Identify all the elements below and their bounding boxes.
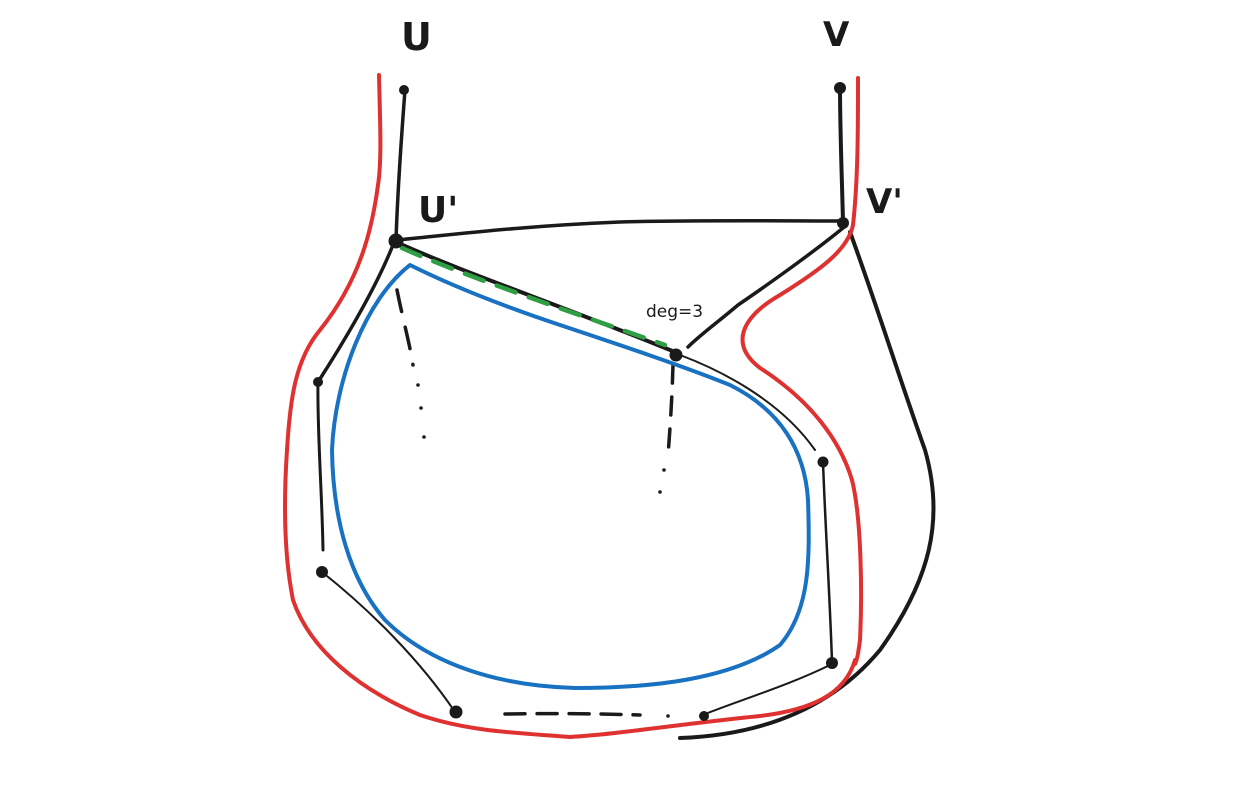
label-degree-note: deg=3 xyxy=(646,302,703,322)
edge-deg3-dashed xyxy=(666,363,675,457)
label-u: U xyxy=(401,15,432,59)
edge-uprime-dashed xyxy=(395,288,415,367)
dot-uprime-1 xyxy=(416,383,420,387)
red-path-right xyxy=(740,76,864,666)
vertex-right-upper xyxy=(817,456,829,468)
edge-bottom-dashed xyxy=(503,711,642,717)
edge-uprime-vprime xyxy=(395,219,845,242)
blue-cycle xyxy=(330,263,811,690)
green-dashed-edge xyxy=(399,245,668,348)
dot-uprime-3 xyxy=(422,435,426,439)
dot-deg3-1 xyxy=(662,468,666,472)
graph-edges xyxy=(316,86,936,740)
edge-right-chain xyxy=(821,460,834,664)
edge-v-vprime xyxy=(838,86,845,224)
vertex-left-upper xyxy=(313,377,323,387)
vertex-u xyxy=(399,85,409,95)
label-v-prime: V' xyxy=(866,182,903,222)
label-u-prime: U' xyxy=(418,190,458,231)
vertex-v-prime xyxy=(837,217,849,229)
edge-lowerleft-bottom xyxy=(321,571,456,713)
vertex-u-prime xyxy=(388,233,404,249)
edge-right-bottom xyxy=(699,663,833,717)
edge-vprime-outer-arc xyxy=(678,230,936,740)
vertex-bottom-left xyxy=(449,705,463,719)
dot-deg3-2 xyxy=(658,490,662,494)
vertices xyxy=(313,82,849,721)
vertex-left-lower xyxy=(316,566,328,578)
dot-uprime-2 xyxy=(419,406,423,410)
edge-deg3-right xyxy=(679,354,816,451)
edge-vprime-deg3 xyxy=(686,226,845,349)
vertex-bottom-right xyxy=(699,711,709,721)
red-path xyxy=(283,73,864,739)
vertex-v xyxy=(834,82,846,94)
red-path-left xyxy=(283,73,857,739)
vertex-right-lower xyxy=(826,657,838,669)
edge-uprime-left xyxy=(316,243,395,384)
label-v: V xyxy=(823,15,850,55)
edge-left-chain xyxy=(316,378,325,552)
vertex-deg3 xyxy=(669,348,683,362)
edge-u-uprime xyxy=(394,88,407,242)
dot-bottom-1 xyxy=(666,714,670,718)
